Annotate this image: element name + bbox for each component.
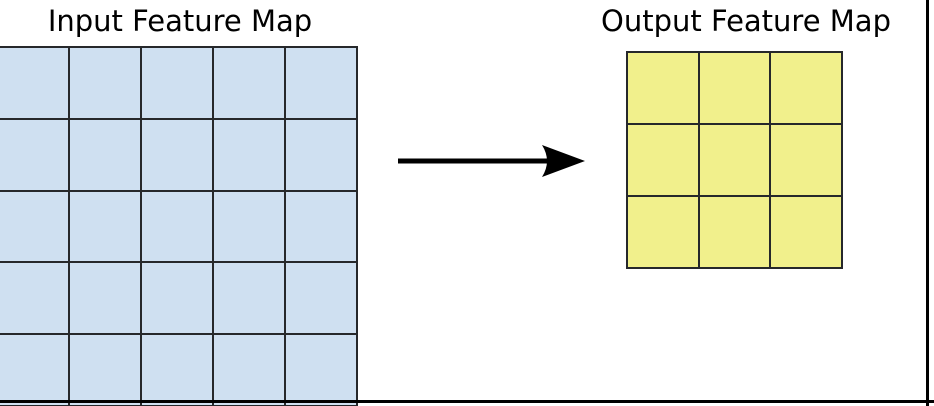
grid-cell — [285, 262, 357, 335]
grid-cell — [69, 47, 141, 119]
grid-cell — [0, 118, 69, 191]
grid-cell — [213, 334, 285, 406]
grid-cell — [141, 118, 213, 191]
grid-cell — [69, 190, 141, 263]
grid-cell — [627, 124, 699, 196]
grid-cell — [698, 196, 771, 268]
grid-cell — [69, 118, 141, 191]
grid-cell — [0, 262, 69, 335]
grid-cell — [69, 262, 141, 335]
grid-cell — [213, 118, 285, 191]
grid-cell — [213, 190, 285, 263]
input-feature-map-title: Input Feature Map — [47, 4, 313, 38]
grid-cell — [285, 334, 357, 406]
grid-cell — [770, 52, 842, 124]
grid-cell — [213, 262, 285, 335]
right-arrow-icon — [398, 145, 585, 177]
grid-cell — [0, 334, 69, 406]
grid-cell — [770, 196, 842, 268]
grid-cell — [698, 52, 771, 124]
grid-cell — [141, 262, 213, 335]
grid-cell — [698, 124, 771, 196]
output-feature-map-title: Output Feature Map — [601, 4, 891, 38]
grid-cell — [69, 334, 141, 406]
grid-cell — [141, 334, 213, 406]
input-feature-map-grid — [0, 46, 358, 406]
grid-cell — [285, 190, 357, 263]
grid-cell — [285, 118, 357, 191]
grid-cell — [627, 196, 699, 268]
grid-cell — [627, 52, 699, 124]
grid-cell — [141, 47, 213, 119]
grid-cell — [0, 190, 69, 263]
grid-cell — [285, 47, 357, 119]
figure-border-right — [926, 0, 929, 406]
grid-cell — [0, 47, 69, 119]
figure-border-bottom — [0, 400, 934, 403]
grid-cell — [770, 124, 842, 196]
grid-cell — [141, 190, 213, 263]
grid-cell — [213, 47, 285, 119]
output-feature-map-grid — [626, 51, 843, 269]
